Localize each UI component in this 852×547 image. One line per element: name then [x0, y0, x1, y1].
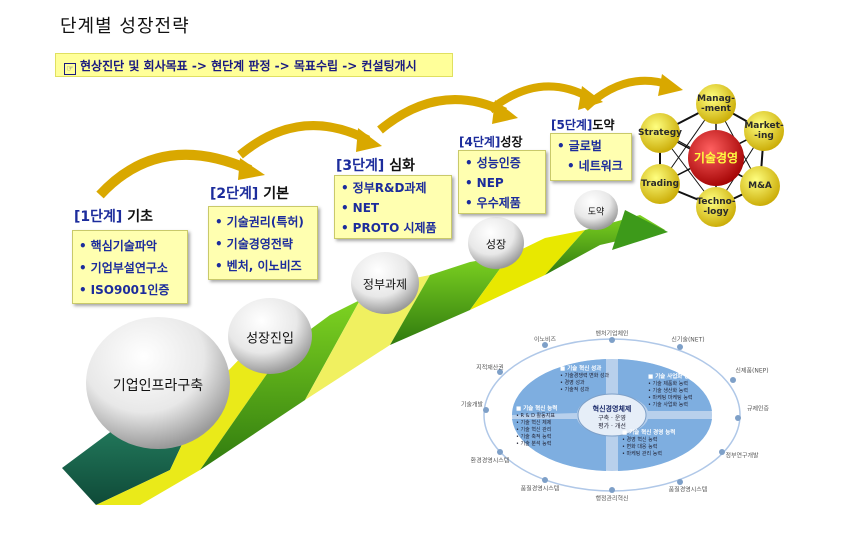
- ball-label-1: 기업인프라구축: [112, 378, 204, 394]
- network-node-trading: Trading: [640, 179, 680, 189]
- ball-label-5: 도약: [587, 207, 605, 218]
- segment-item: • R & D 활동지표: [516, 413, 555, 419]
- curved-arrow-4: [487, 82, 592, 114]
- segment-item: • 기술 제품화 능력: [648, 381, 688, 387]
- orbit-label: 정부연구개발: [725, 452, 759, 460]
- stage-1-box: 핵심기술파악기업부설연구소ISO9001인증: [72, 230, 188, 304]
- stage-3-box: 정부R&D과제NETPROTO 시제품: [334, 175, 452, 239]
- checkbox-icon: ☞: [64, 63, 76, 75]
- list-item: 기업부설연구소: [79, 257, 181, 279]
- segment-item: • 기술 혁신 체제: [516, 420, 552, 426]
- innovation-center-sub2: 평가 · 개선: [598, 423, 626, 430]
- segment-3: ■ 기술 혁신 경영 능력 • 경영 혁신 능력 • 변화 대응 능력 • 마케…: [622, 428, 675, 457]
- stage-5-box: 글로벌네트워크: [550, 133, 632, 181]
- stage-3-title: [3단계] 심화: [336, 158, 415, 174]
- orbit-label: 이노비즈: [533, 336, 557, 344]
- network-node-ma: M&A: [748, 181, 772, 191]
- list-item: 핵심기술파악: [79, 235, 181, 257]
- orbit-label: 신제품(NEP): [735, 367, 769, 375]
- network-node-strategy: Strategy: [637, 128, 683, 138]
- network-node-technology: Techno- -logy: [696, 197, 736, 217]
- segment-item: • 마케팅 마케팅 능력: [648, 395, 693, 401]
- orbit-label: 지적재산권: [476, 364, 504, 372]
- orbit-label: 행정관리혁신: [595, 495, 629, 503]
- stage-2-title: [2단계] 기본: [210, 186, 289, 202]
- stair-step-3: [200, 300, 360, 470]
- list-item: 벤처, 이노비즈: [215, 255, 311, 277]
- segment-title: ■ 기술 사업화 능력: [648, 374, 695, 380]
- orbit-label: 벤처기업체인: [595, 330, 629, 338]
- curved-arrow-3: [377, 95, 507, 134]
- orbit-label: 신기술(NET): [671, 336, 705, 344]
- stage-4-title: [4단계]성장: [459, 135, 523, 149]
- list-item: 성능인증: [465, 153, 539, 173]
- stair-step-6: [470, 230, 585, 310]
- stage-5-title: [5단계]도약: [551, 118, 615, 132]
- segment-title: ■ 기술 혁신 능력: [516, 406, 558, 412]
- segment-item: • 변화 대응 능력: [622, 444, 658, 450]
- stage-1-title: [1단계] 기초: [74, 209, 153, 225]
- list-item: 기술경영전략: [215, 233, 311, 255]
- orbit-label: 품질경영시스템: [520, 485, 560, 493]
- banner-text: 현상진단 및 회사목표 -> 현단계 판정 -> 목표수립 -> 컨설팅개시: [80, 59, 417, 73]
- segment-4: ■ 기술 혁신 능력 • R & D 활동지표 • 기술 혁신 체제 • 기술 …: [516, 404, 557, 447]
- curved-arrow-5: [582, 76, 672, 111]
- network-center-label: 기술경영: [693, 151, 739, 165]
- ball-5: [574, 190, 618, 230]
- arrow-tip: [612, 210, 668, 250]
- network-node-management: Manag- -ment: [697, 94, 735, 114]
- page-title: 단계별 성장전략: [60, 16, 190, 37]
- list-item: 정부R&D과제: [341, 178, 445, 198]
- segment-item: • 마케팅 관리 능력: [622, 451, 662, 457]
- segment-item: • 경영 성과: [560, 380, 585, 386]
- segment-1: ■ 기술 혁신 성과 • 기술경쟁력 변화 성과 • 경영 성과 • 기술적 성…: [560, 364, 609, 393]
- curved-arrow-2: [237, 121, 371, 159]
- list-item: NEP: [465, 173, 539, 193]
- process-banner: ☞ 현상진단 및 회사목표 -> 현단계 판정 -> 목표수립 -> 컨설팅개시: [55, 53, 453, 77]
- segment-item: • 기술경쟁력 변화 성과: [560, 373, 610, 379]
- innovation-center-sub1: 구축 · 운영: [598, 415, 626, 422]
- list-item: 네트워크: [557, 156, 625, 176]
- ball-label-4: 성장: [485, 238, 507, 251]
- segment-item: • 기술 분석 능력: [516, 441, 552, 447]
- ball-2: [228, 298, 312, 374]
- innovation-center-title: 혁신경영체제: [592, 405, 632, 413]
- ball-1: [86, 317, 230, 449]
- orbit-label: 환경경영시스템: [470, 457, 510, 465]
- segment-title: ■ 기술 혁신 성과: [560, 366, 602, 372]
- innovation-diagram: [483, 337, 741, 493]
- stage-2-box: 기술권리(특허)기술경영전략벤처, 이노비즈: [208, 206, 318, 280]
- segment-item: • 기술 축적 능력: [516, 434, 552, 440]
- stair-step-5: [390, 255, 510, 345]
- segment-item: • 기술 생산화 능력: [648, 388, 688, 394]
- segment-item: • 경영 혁신 능력: [622, 437, 658, 443]
- segment-item: • 기술 혁신 관리: [516, 427, 552, 433]
- list-item: ISO9001인증: [79, 279, 181, 301]
- list-item: 우수제품: [465, 193, 539, 213]
- stage-4-box: 성능인증NEP우수제품: [458, 150, 546, 214]
- curved-arrow-1: [96, 149, 253, 199]
- segment-title: ■ 기술 혁신 경영 능력: [622, 430, 676, 436]
- tech-network: [640, 84, 784, 227]
- ball-label-2: 성장진입: [246, 331, 294, 347]
- orbit-label: 규제인증: [746, 405, 770, 413]
- segment-item: • 기술 사업화 능력: [648, 402, 688, 408]
- orbit-label: 품질경영시스템: [668, 486, 708, 494]
- list-item: 기술권리(특허): [215, 211, 311, 233]
- ball-3: [351, 252, 419, 314]
- list-item: 글로벌: [557, 136, 625, 156]
- ball-4: [468, 217, 524, 269]
- segment-item: • 기술적 성과: [560, 387, 590, 393]
- segment-2: ■ 기술 사업화 능력 • 기술 제품화 능력 • 기술 생산화 능력 • 마케…: [648, 372, 694, 408]
- ball-label-3: 정부과제: [362, 277, 408, 292]
- list-item: NET: [341, 198, 445, 218]
- network-node-marketing: Market- -ing: [744, 121, 784, 141]
- orbit-label: 기술개발: [460, 401, 484, 409]
- list-item: PROTO 시제품: [341, 218, 445, 238]
